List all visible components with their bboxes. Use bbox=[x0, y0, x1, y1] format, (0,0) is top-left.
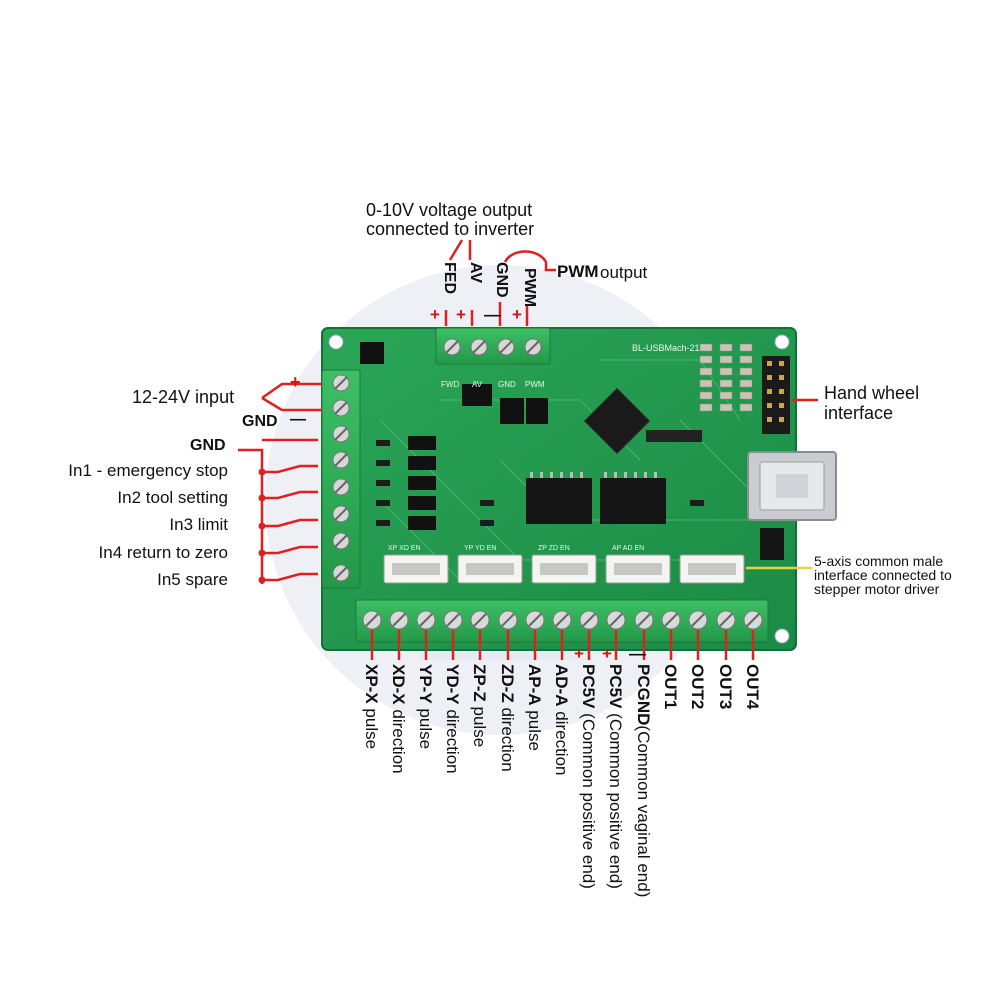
bottom-pin-code: PCGND bbox=[634, 664, 653, 726]
top-pin-av: AV bbox=[467, 262, 484, 284]
bottom-pin-desc: (Common positive end) bbox=[606, 713, 625, 889]
bottom-sign-pc5v-2: + bbox=[602, 644, 612, 663]
bottom-pin-desc: direction bbox=[552, 711, 571, 776]
hand-wheel-line1: Hand wheel bbox=[824, 383, 920, 403]
bottom-pin-code: OUT4 bbox=[743, 664, 762, 710]
bottom-pin-ad: AD-A direction bbox=[551, 664, 571, 776]
bottom-pin-desc: pulse bbox=[416, 708, 435, 750]
board-silk-term-fwd: FWD bbox=[441, 380, 460, 389]
motor-interface-line1: 5-axis common male bbox=[814, 553, 944, 569]
bottom-pin-yd: YD-Y direction bbox=[442, 664, 462, 774]
input-in1: In1 - emergency stop bbox=[68, 461, 228, 480]
bottom-pin-desc: direction bbox=[389, 709, 408, 774]
bottom-pin-out3: OUT3 bbox=[715, 664, 735, 709]
inverter-callout-line1: 0-10V voltage output bbox=[366, 200, 533, 220]
bottom-sign-pc5v-1: + bbox=[574, 644, 584, 663]
bottom-pin-out4: OUT4 bbox=[742, 664, 762, 709]
bottom-pin-xd: XD-X direction bbox=[388, 664, 408, 774]
bottom-pin-out1: OUT1 bbox=[660, 664, 680, 709]
board-silk-header-a: AP AD EN bbox=[612, 545, 645, 552]
bottom-pin-code: YD-Y bbox=[443, 664, 462, 705]
bottom-pin-code: XD-X bbox=[389, 664, 408, 705]
top-sign-gnd: — bbox=[484, 305, 501, 324]
bottom-pin-code: OUT2 bbox=[688, 664, 707, 710]
pwm-output-suffix: output bbox=[600, 263, 648, 282]
board-silk-term-pwm: PWM bbox=[525, 380, 545, 389]
bottom-pin-desc: pulse bbox=[470, 706, 489, 748]
bottom-pin-code: XP-X bbox=[362, 664, 381, 704]
bottom-pin-desc: (Common positive end) bbox=[579, 713, 598, 889]
bottom-pin-desc: pulse bbox=[362, 708, 381, 750]
board-silk-term-gnd: GND bbox=[498, 380, 516, 389]
bottom-pin-xp: XP-X pulse bbox=[361, 664, 381, 749]
top-pin-fed: FED bbox=[441, 262, 458, 294]
bottom-pin-pc5v-2: PC5V (Common positive end) bbox=[605, 664, 625, 889]
bottom-pin-code: AD-A bbox=[552, 664, 571, 707]
bottom-pin-zp: ZP-Z pulse bbox=[469, 664, 489, 747]
input-in4: In4 return to zero bbox=[98, 543, 228, 562]
inputs-gnd-label: GND bbox=[190, 437, 226, 454]
bottom-pin-code: OUT3 bbox=[716, 664, 735, 710]
input-in2: In2 tool setting bbox=[117, 488, 228, 507]
bottom-pin-ap: AP-A pulse bbox=[524, 664, 544, 751]
bottom-pin-zd: ZD-Z direction bbox=[497, 664, 517, 772]
bottom-pin-desc: direction bbox=[443, 709, 462, 774]
top-sign-pwm: + bbox=[512, 305, 522, 324]
bottom-pin-code: PC5V bbox=[579, 664, 598, 709]
top-pin-pwm: PWM bbox=[521, 268, 538, 308]
pwm-output-prefix: PWM bbox=[557, 262, 599, 281]
board-silk-header-x: XP XD EN bbox=[388, 545, 421, 552]
bottom-pin-yp: YP-Y pulse bbox=[415, 664, 435, 749]
board-silk-title: BL-USBMach-21 bbox=[632, 343, 700, 353]
board-silk-term-av: AV bbox=[472, 380, 483, 389]
bottom-pin-desc: direction bbox=[498, 707, 517, 772]
bottom-pin-code: PC5V bbox=[606, 664, 625, 709]
bottom-pin-desc: pulse bbox=[525, 710, 544, 751]
hand-wheel-line2: interface bbox=[824, 403, 894, 423]
board-silk-header-y: YP YD EN bbox=[464, 545, 497, 552]
bottom-pin-out2: OUT2 bbox=[687, 664, 707, 709]
motor-interface-line3: stepper motor driver bbox=[814, 581, 940, 597]
bottom-pin-code: OUT1 bbox=[661, 664, 680, 710]
bottom-sign-pcgnd: — bbox=[629, 644, 646, 663]
bottom-pin-code: ZD-Z bbox=[498, 664, 517, 703]
bottom-pin-pcgnd: PCGND(Common vaginal end) bbox=[633, 664, 653, 897]
bottom-pin-pc5v-1: PC5V (Common positive end) bbox=[578, 664, 598, 889]
power-plus-sign: + bbox=[290, 372, 301, 392]
top-sign-av: + bbox=[456, 305, 466, 324]
bottom-pin-code: ZP-Z bbox=[470, 664, 489, 702]
top-sign-fed: + bbox=[430, 305, 440, 324]
bottom-pin-code: AP-A bbox=[525, 664, 544, 706]
bottom-pin-desc: (Common vaginal end) bbox=[634, 725, 653, 898]
top-pin-gnd: GND bbox=[493, 262, 510, 298]
inverter-callout-line2: connected to inverter bbox=[366, 219, 535, 239]
bottom-pin-code: YP-Y bbox=[416, 664, 435, 704]
motor-interface-line2: interface connected to bbox=[814, 567, 952, 583]
power-gnd-label: GND bbox=[242, 413, 278, 430]
input-in5: In5 spare bbox=[157, 570, 228, 589]
board-silk-header-z: ZP ZD EN bbox=[538, 545, 570, 552]
input-in3: In3 limit bbox=[169, 515, 228, 534]
power-input-label: 12-24V input bbox=[132, 387, 235, 407]
power-minus-sign: — bbox=[290, 411, 306, 428]
